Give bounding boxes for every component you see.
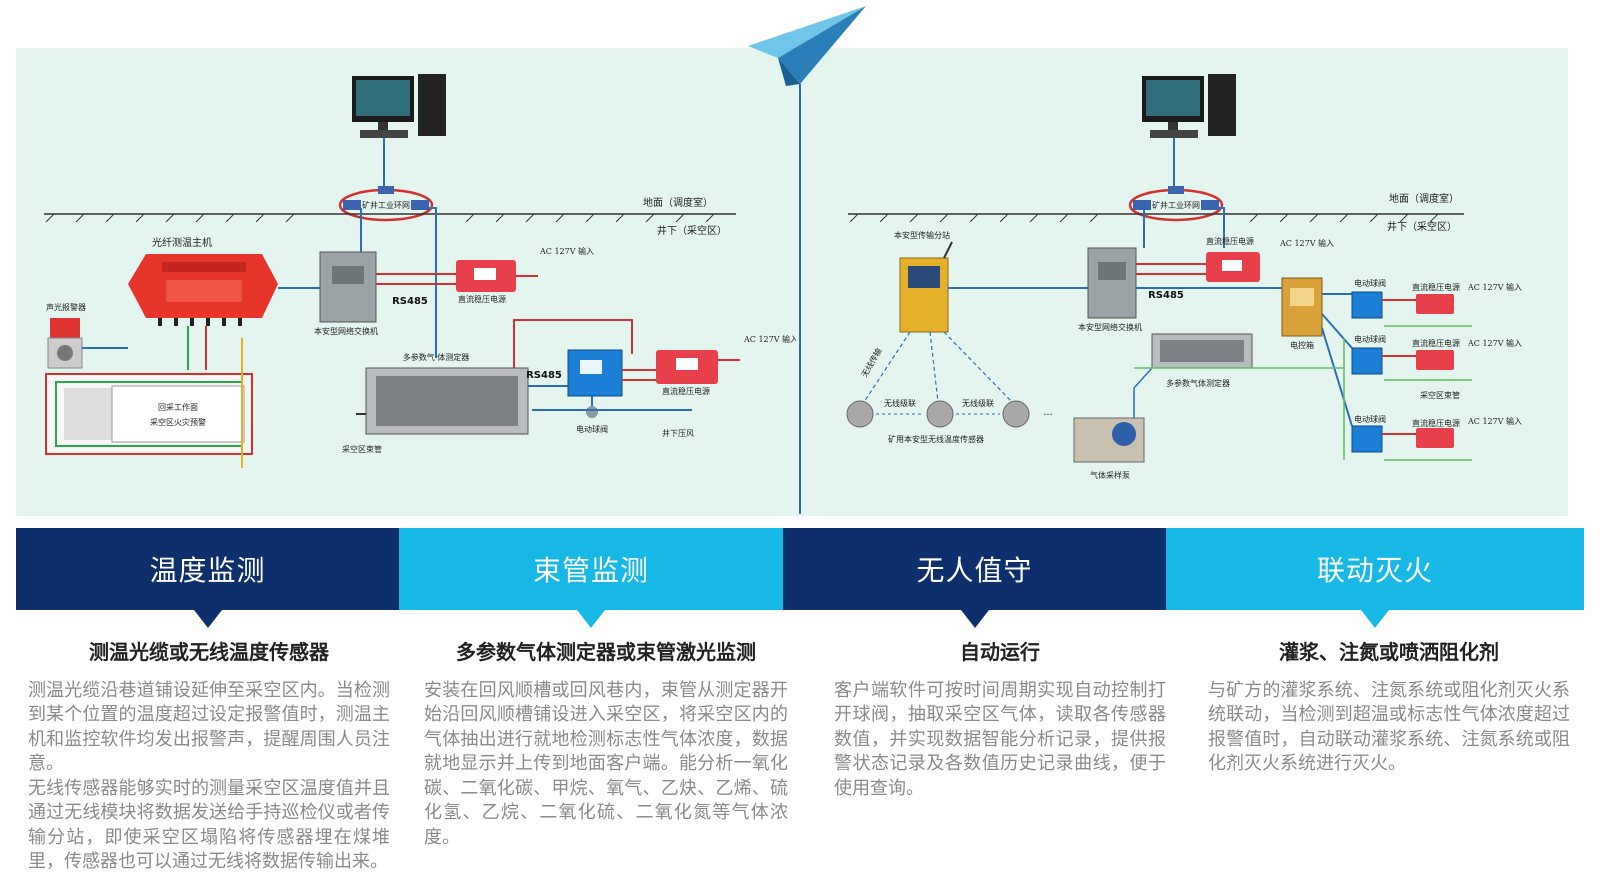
tube-label-right: 采空区束管 <box>1420 390 1460 400</box>
tab-label: 温度监测 <box>149 554 266 587</box>
tab-linked-extinguish[interactable]: 联动灭火 <box>1166 528 1584 628</box>
psu-a-icon <box>456 260 516 292</box>
gas-label-right: 多参数气体测定器 <box>1166 378 1230 388</box>
ring-label: 矿井工业环网 <box>362 200 410 210</box>
transmission-station-icon <box>899 241 953 333</box>
pump-label: 气体采样泵 <box>1090 470 1130 480</box>
tube-label: 采空区束管 <box>342 444 382 454</box>
feature-tabs: 温度监测 束管监测 无人值守 联动灭火 <box>16 528 1584 628</box>
underground-label: 井下（采空区） <box>657 224 727 237</box>
tab-unattended[interactable]: 无人值守 <box>783 528 1166 628</box>
tab-arrow <box>577 610 605 628</box>
network-switch-icon <box>319 251 377 323</box>
ac-right: AC 127V 输入 <box>1279 238 1334 248</box>
column-temperature: 测温光缆或无线温度传感器 测温光缆沿巷道铺设延伸至采空区内。当检测到某个位置的温… <box>28 636 390 875</box>
column-body: 安装在回风顺槽或回风巷内，束管从测定器开始沿回风顺槽铺设进入采空区，将采空区内的… <box>424 680 788 848</box>
psu-small-2: 直流稳压电源 <box>1412 338 1460 348</box>
tab-temperature[interactable]: 温度监测 <box>16 528 399 628</box>
ac-small-3: AC 127V 输入 <box>1467 416 1522 426</box>
psu-small-1: 直流稳压电源 <box>1412 282 1460 292</box>
psu-label-a: 直流稳压电源 <box>458 294 506 304</box>
mining-face-icon <box>45 373 253 455</box>
ac-small-1: AC 127V 输入 <box>1467 282 1522 292</box>
ac-b: AC 127V 输入 <box>743 334 796 344</box>
rs485-b: RS485 <box>526 370 562 381</box>
column-bundle-tube: 多参数气体测定器或束管激光监测 安装在回风顺槽或回风巷内，束管从测定器开始沿回风… <box>424 636 788 850</box>
psu-b-icon <box>656 350 718 384</box>
valve-small-3: 电动球阀 <box>1354 414 1386 424</box>
gas-label: 多参数气 体测定器 <box>403 352 470 362</box>
wireless-label: 无线传输 <box>859 346 884 379</box>
cascade-2: 无线级联 <box>962 398 994 408</box>
ac-a: AC 127V 输入 <box>539 246 594 256</box>
workstation-icon-right <box>1142 74 1236 138</box>
valve-label: 电动球阀 <box>576 424 608 434</box>
column-linked-extinguish: 灌浆、注氮或喷洒阻化剂 与矿方的灌浆系统、注氮系统或阻化剂灭火系统联动，当检测到… <box>1208 636 1570 777</box>
alarm-icon <box>47 318 83 369</box>
switch-label: 本安型网络交换机 <box>314 326 378 336</box>
tab-bundle-tube[interactable]: 束管监测 <box>399 528 783 628</box>
surface-label: 地面（调度室） <box>643 196 713 209</box>
rs485-right: RS485 <box>1148 290 1184 301</box>
sampling-pump-icon <box>1073 417 1145 463</box>
column-unattended: 自动运行 客户端软件可按时间周期实现自动控制打开球阀，抽取采空区气体，读取各传感… <box>834 636 1166 801</box>
ring-label-right: 矿井工业环网 <box>1152 200 1200 210</box>
column-body: 与矿方的灌浆系统、注氮系统或阻化剂灭火系统联动，当检测到超温或标志性气体浓度超过… <box>1208 680 1570 775</box>
valve-small-2: 电动球阀 <box>1354 334 1386 344</box>
tab-arrow <box>960 610 989 628</box>
host-label: 光纤测温主机 <box>152 236 212 249</box>
column-body: 客户端软件可按时间周期实现自动控制打开球阀，抽取采空区气体，读取各传感器数值，并… <box>834 680 1166 799</box>
cabinet-label: 电控箱 <box>1290 340 1314 350</box>
gas-analyzer-icon-right <box>1151 333 1253 369</box>
alarm-label: 声光报警器 <box>46 302 86 312</box>
center-divider <box>799 84 801 514</box>
tab-label: 联动灭火 <box>1316 554 1433 587</box>
station-label: 本安型传输分站 <box>894 230 950 240</box>
sensor-label: 矿用本安型无线温度传感器 <box>888 434 984 444</box>
surface-label-right: 地面（调度室） <box>1389 192 1459 205</box>
control-cabinet-icon <box>1281 277 1323 337</box>
ellipsis: ··· <box>1043 410 1053 421</box>
underground-label-right: 井下（采空区） <box>1387 220 1457 233</box>
psu-label-b: 直流稳压电源 <box>662 386 710 396</box>
psu-label-right: 直流稳压电源 <box>1206 236 1254 246</box>
left-system-diagram: 矿井工业环网 地面（调度室） 井下（采空区） 光纤测温主机 声光报警器 本安型网… <box>44 74 796 468</box>
tab-arrow <box>1361 610 1389 628</box>
right-system-diagram: 矿井工业环网 地面（调度室） 井下（采空区） 本安型传输分站 本安型网络交换机 … <box>846 74 1522 480</box>
wireless-sensor-icons <box>846 400 1030 428</box>
valve-psu-row-1: 电动球阀 直流稳压电源 AC 127V 输入 <box>1351 278 1522 319</box>
tab-label: 无人值守 <box>916 554 1033 587</box>
gas-analyzer-icon <box>365 367 529 435</box>
network-switch-icon-right <box>1087 247 1137 319</box>
tab-arrow <box>193 610 222 628</box>
pressure-label: 井下压风 <box>662 428 694 438</box>
column-title: 灌浆、注氮或喷洒阻化剂 <box>1279 640 1499 664</box>
column-title: 多参数气体测定器或束管激光监测 <box>456 640 756 664</box>
column-title: 测温光缆或无线温度传感器 <box>89 640 329 664</box>
controller-icon <box>567 349 623 397</box>
ac-small-2: AC 127V 输入 <box>1467 338 1522 348</box>
column-body: 测温光缆沿巷道铺设延伸至采空区内。当检测到某个位置的温度超过设定报警值时，测温主… <box>28 680 390 873</box>
valve-small-1: 电动球阀 <box>1354 278 1386 288</box>
paper-plane-icon <box>748 6 866 86</box>
workstation-icon <box>352 74 446 138</box>
valve-psu-row-3: 电动球阀 直流稳压电源 AC 127V 输入 <box>1351 414 1522 453</box>
column-title: 自动运行 <box>960 640 1040 664</box>
face-label-1: 回采工作面 <box>158 402 198 412</box>
tab-label: 束管监测 <box>532 554 649 587</box>
rs485-a: RS485 <box>392 296 428 307</box>
cascade-1: 无线级联 <box>884 398 916 408</box>
valve-psu-row-2: 电动球阀 直流稳压电源 AC 127V 输入 <box>1351 334 1522 375</box>
psu-icon-right <box>1206 252 1260 282</box>
face-label-2: 采空区火灾预警 <box>150 417 206 427</box>
fiber-host-icon <box>128 254 278 326</box>
switch-label-right: 本安型网络交换机 <box>1078 322 1142 332</box>
psu-small-3: 直流稳压电源 <box>1412 418 1460 428</box>
